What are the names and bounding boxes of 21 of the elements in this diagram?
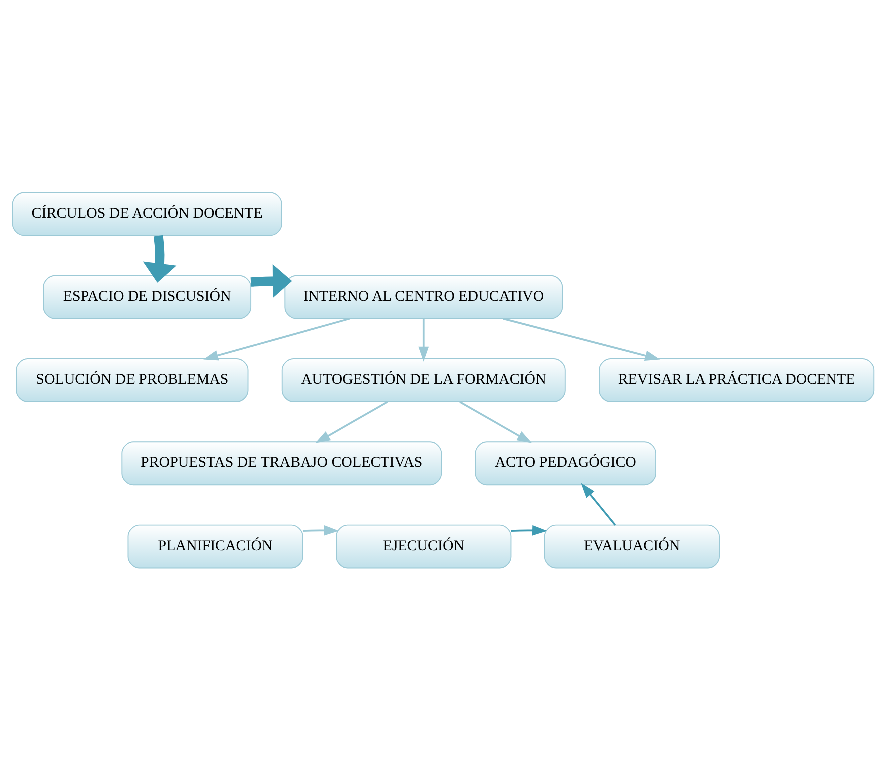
node-box: SOLUCIÓN DE PROBLEMAS xyxy=(16,358,249,402)
arrow xyxy=(303,524,340,536)
node-box: EJECUCIÓN xyxy=(336,524,512,568)
arrow xyxy=(418,318,430,362)
arrow xyxy=(204,318,350,360)
arrow xyxy=(503,318,660,360)
arrow xyxy=(460,400,532,443)
node-box: EVALUACIÓN xyxy=(544,524,720,568)
node-box: INTERNO AL CENTRO EDUCATIVO xyxy=(284,274,564,319)
node-box: CÍRCULOS DE ACCIÓN DOCENTE xyxy=(12,192,282,236)
node-box: PROPUESTAS DE TRABAJO COLECTIVAS xyxy=(122,441,442,486)
node-box: AUTOGESTIÓN DE LA FORMACIÓN xyxy=(282,358,566,402)
arrow xyxy=(581,482,616,526)
node-box: PLANIFICACIÓN xyxy=(128,524,304,568)
node-box: REVISAR LA PRÁCTICA DOCENTE xyxy=(599,358,875,402)
node-box: ESPACIO DE DISCUSIÓN xyxy=(43,274,252,319)
node-box: ACTO PEDAGÓGICO xyxy=(475,441,656,486)
arrow xyxy=(316,400,388,443)
arrow xyxy=(250,264,292,298)
arrow xyxy=(143,234,177,282)
arrow xyxy=(511,524,548,536)
